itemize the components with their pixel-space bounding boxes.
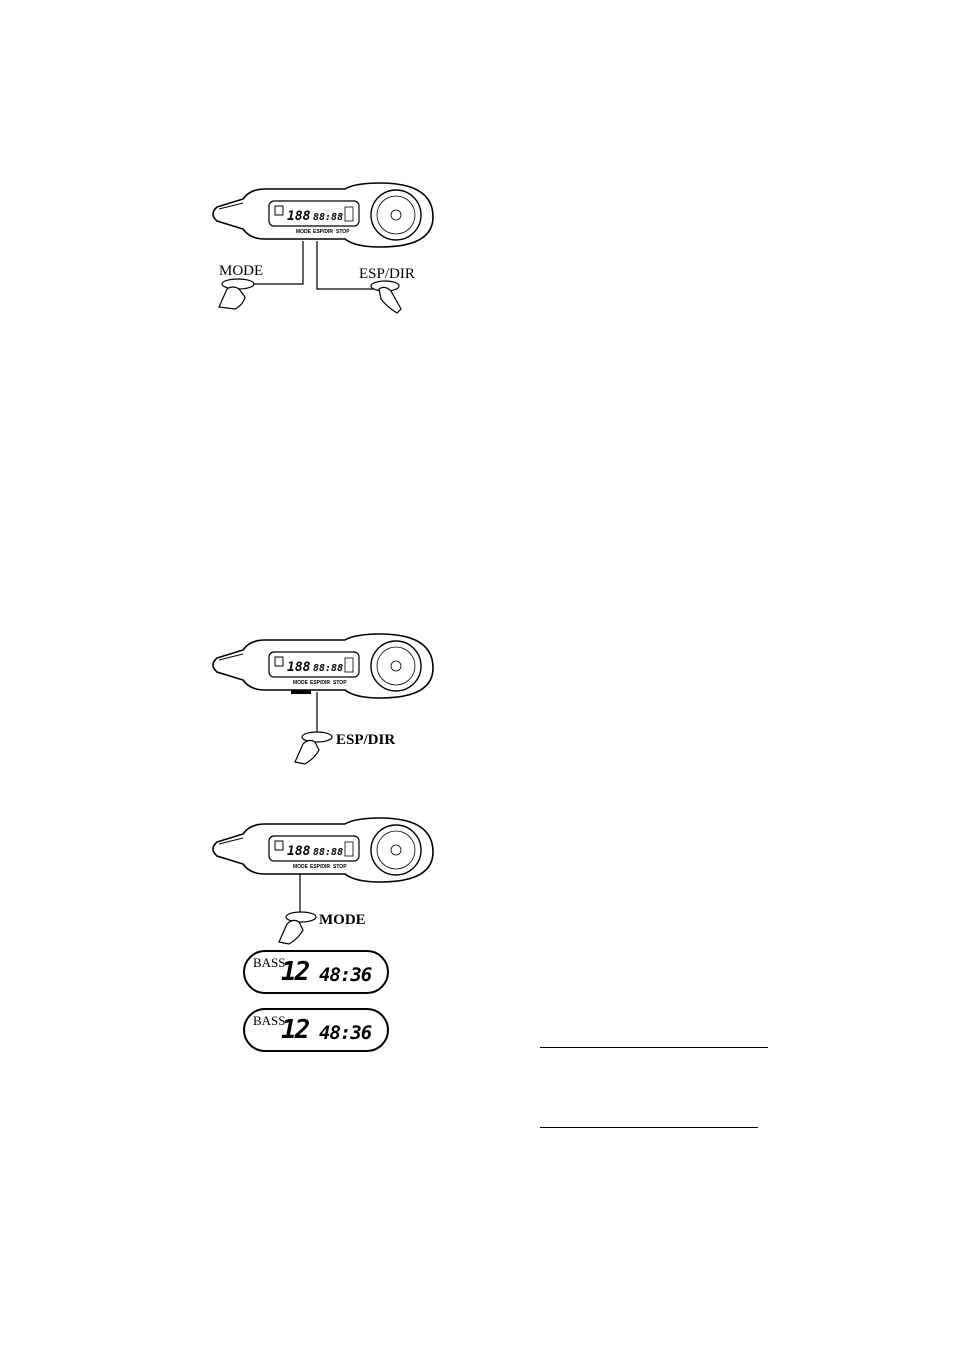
device-esp-dir-label: ESP/DIR [313, 229, 333, 235]
bass-display: BASS 12 48:36 [243, 950, 389, 994]
pointing-hand-icon [219, 287, 245, 309]
device-esp-dir-label: ESP/DIR [310, 864, 330, 870]
pointing-hand-icon [295, 740, 319, 764]
callout-mode-label: MODE [219, 263, 263, 279]
svg-text:188: 188 [287, 844, 311, 859]
device-esp-dir-label: ESP/DIR [310, 680, 330, 686]
mp3-player-illustration: 188 88:88 MODE ESP/DIR STOP ESP/DIR [205, 636, 435, 766]
device-mode-label: MODE [296, 229, 312, 235]
callout-mode-label: MODE [319, 912, 366, 928]
svg-text:88:88: 88:88 [313, 212, 343, 223]
svg-text:88:88: 88:88 [313, 847, 343, 858]
device-stop-label: STOP [336, 229, 350, 235]
callout-esp-dir-label: ESP/DIR [336, 732, 395, 748]
device-stop-label: STOP [333, 864, 347, 870]
bass-time: 48:36 [319, 1022, 371, 1044]
figure-esp-dir: 188 88:88 MODE ESP/DIR STOP ESP/DIR [205, 636, 435, 766]
mp3-player-illustration: 188 88:88 MODE ESP/DIR STOP MODE [205, 820, 435, 948]
device-stop-label: STOP [333, 680, 347, 686]
bass-display: BASS 12 48:36 [243, 1008, 389, 1052]
callout-esp-dir-label: ESP/DIR [359, 266, 415, 282]
figure-mode-esp-dir: 188 88:88 MODE ESP/DIR STOP MODE ESP/DIR [205, 185, 435, 317]
svg-text:188: 188 [287, 660, 311, 675]
pointing-hand-icon [279, 920, 303, 944]
underline-rule [540, 1047, 768, 1048]
underline-rule [540, 1127, 758, 1128]
mp3-player-illustration: 188 88:88 MODE ESP/DIR STOP MODE ESP/DIR [205, 185, 435, 317]
device-mode-label: MODE [293, 864, 309, 870]
pointing-hand-icon [379, 287, 401, 313]
figure-mode-bass: 188 88:88 MODE ESP/DIR STOP MODE [205, 820, 435, 948]
device-mode-label: MODE [293, 680, 309, 686]
svg-text:88:88: 88:88 [313, 663, 343, 674]
svg-text:188: 188 [287, 209, 311, 224]
bass-time: 48:36 [319, 964, 371, 986]
bass-level: 12 [281, 957, 308, 987]
bass-level: 12 [281, 1015, 308, 1045]
